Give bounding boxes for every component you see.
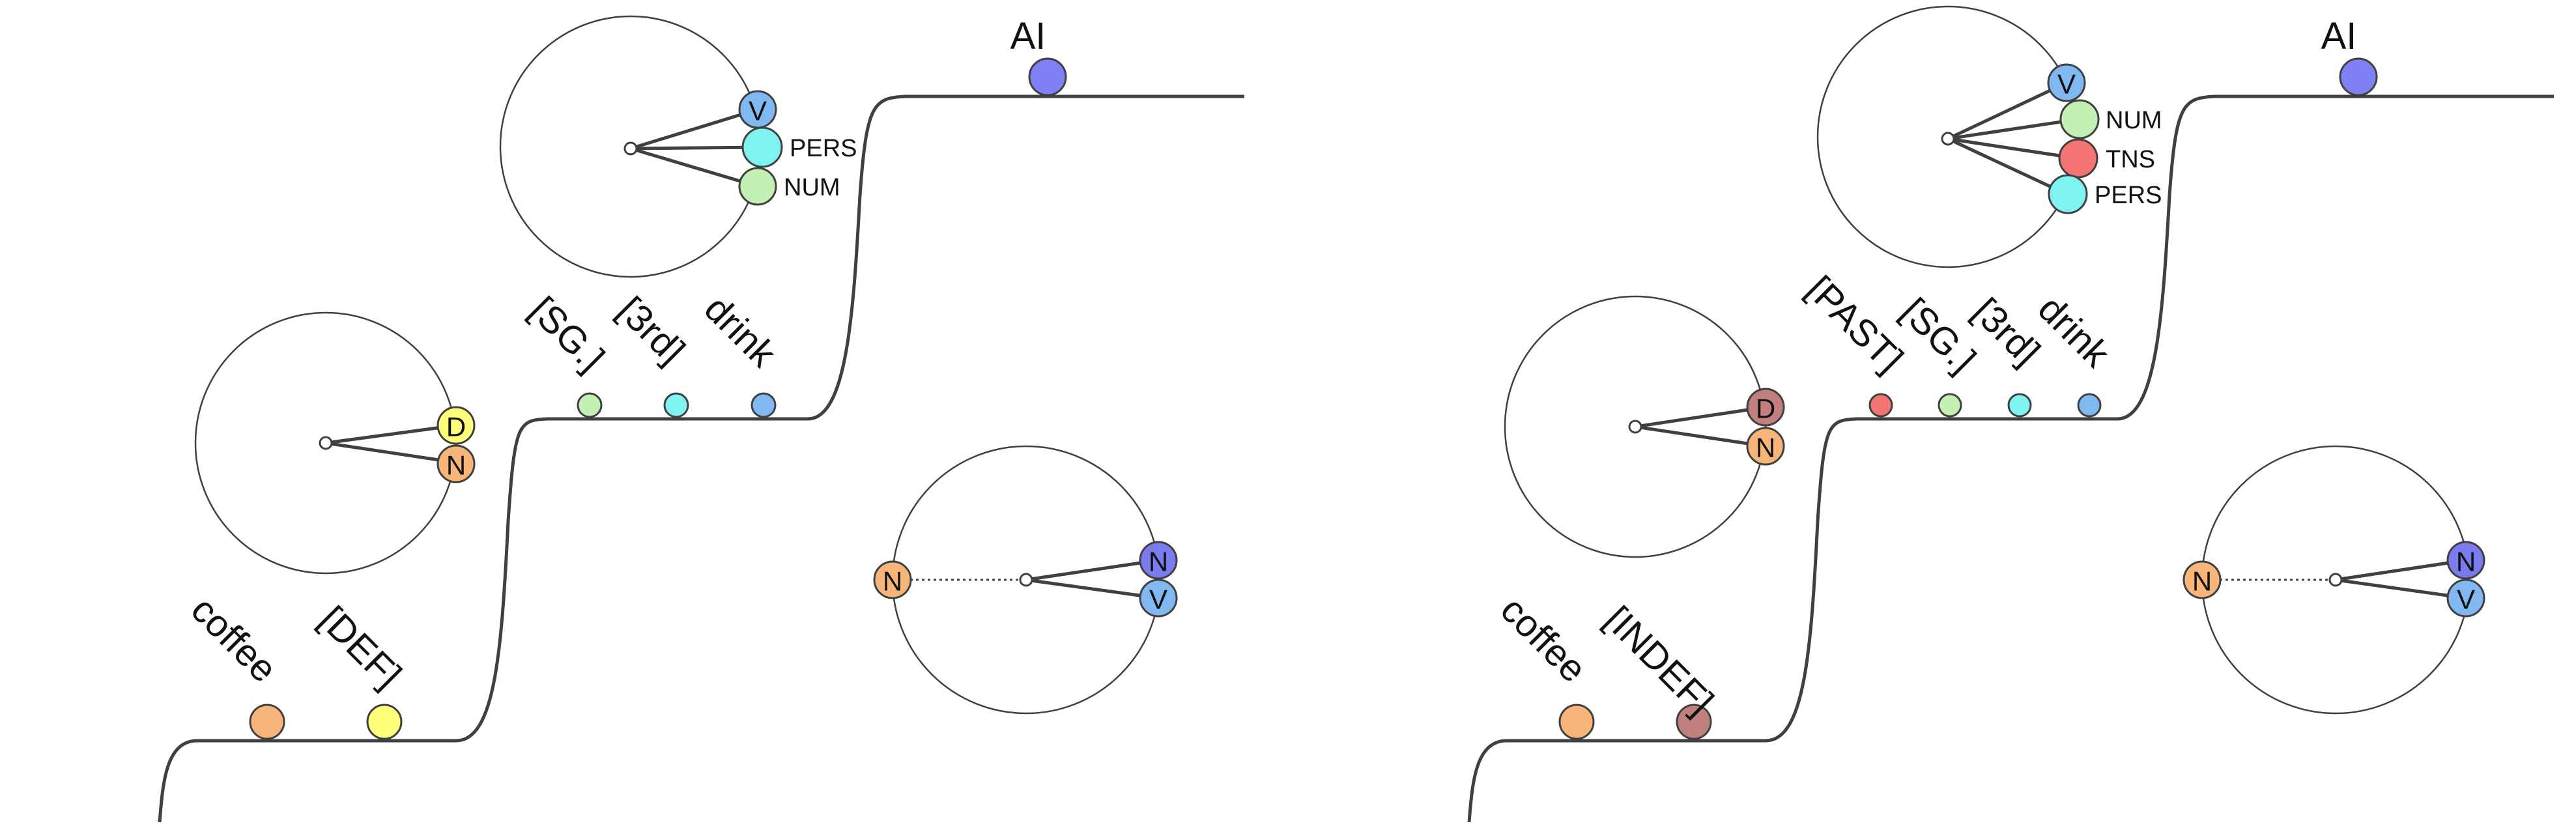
left-panel: D N V PERS NUM N N bbox=[158, 15, 1244, 823]
left-sg-token bbox=[577, 392, 603, 418]
left-pers-node bbox=[741, 126, 783, 168]
left-nv-right-v-node bbox=[1139, 578, 1178, 618]
right-verb-spoke-pers bbox=[1947, 137, 2068, 196]
left-dn-wheel: D N bbox=[194, 311, 476, 575]
right-indef-label: [INDEF] bbox=[1597, 598, 1722, 723]
left-verb-wheel: V PERS NUM bbox=[499, 15, 857, 278]
right-num-node bbox=[2059, 99, 2100, 139]
left-coffee-label: coffee bbox=[183, 588, 285, 691]
right-pers-label: PERS bbox=[2095, 182, 2162, 209]
right-verb-spoke-tns bbox=[1947, 137, 2078, 160]
right-indef-token bbox=[1676, 704, 1712, 740]
left-def-token bbox=[366, 704, 403, 740]
right-staircase-curve bbox=[1467, 94, 2554, 823]
left-nv-right-n-label: N bbox=[1149, 547, 1168, 577]
right-past-label: [PAST] bbox=[1799, 268, 1911, 380]
right-n-node-label: N bbox=[1756, 433, 1775, 463]
left-coffee-token bbox=[249, 704, 285, 740]
left-drink-label: drink bbox=[696, 287, 785, 376]
left-staircase-curve bbox=[158, 94, 1244, 823]
left-drink-token bbox=[751, 392, 777, 418]
left-d-node-label: D bbox=[446, 412, 466, 442]
right-nv-left-n-node bbox=[2182, 560, 2222, 599]
left-verb-spoke-num bbox=[630, 147, 758, 188]
right-ai-label: AI bbox=[2321, 15, 2357, 57]
right-nv-hub bbox=[2328, 573, 2343, 587]
left-num-node bbox=[738, 167, 777, 206]
left-num-label: NUM bbox=[784, 174, 840, 201]
left-verb-hub bbox=[623, 141, 638, 156]
left-verb-spoke-v bbox=[630, 107, 758, 150]
right-drink-token bbox=[2077, 393, 2102, 418]
right-nv-wheel: N N V bbox=[2182, 445, 2485, 715]
right-dn-ring bbox=[1504, 295, 1767, 558]
right-nv-right-n-label: N bbox=[2456, 547, 2476, 577]
right-verb-spoke-num bbox=[1947, 117, 2079, 141]
right-tns-node bbox=[2058, 138, 2098, 178]
right-sg-token bbox=[1938, 393, 1962, 418]
right-nv-left-n-label: N bbox=[2192, 566, 2212, 597]
left-v-node-label: V bbox=[749, 96, 767, 126]
left-nv-spoke-n bbox=[1025, 558, 1159, 582]
right-coffee-token bbox=[1558, 704, 1595, 740]
right-nv-spoke-n bbox=[2335, 558, 2467, 582]
right-nv-right-n-node bbox=[2446, 541, 2485, 580]
right-tokens bbox=[1558, 57, 2378, 740]
right-verb-spoke-v bbox=[1947, 81, 2068, 141]
right-num-label: NUM bbox=[2106, 107, 2162, 134]
right-dn-spoke-d bbox=[1635, 405, 1766, 429]
right-dn-wheel: D N bbox=[1504, 295, 1785, 558]
right-nv-right-v-label: V bbox=[2457, 584, 2475, 615]
left-dn-spoke-d bbox=[325, 423, 457, 445]
right-ai-token bbox=[2339, 57, 2378, 96]
right-drink-label: drink bbox=[2030, 287, 2119, 376]
right-v-node bbox=[2047, 63, 2086, 102]
left-pers-label: PERS bbox=[790, 135, 857, 162]
right-coffee-label: coffee bbox=[1493, 588, 1595, 691]
left-nv-right-v-label: V bbox=[1149, 584, 1167, 615]
right-panel: D N V NUM TNS PERS bbox=[1467, 5, 2554, 823]
right-d-node-label: D bbox=[1756, 393, 1775, 424]
left-3rd-label: [3rd] bbox=[610, 289, 693, 372]
left-ai-token bbox=[1028, 57, 1067, 96]
left-d-node bbox=[436, 406, 476, 445]
right-dn-spoke-n bbox=[1635, 425, 1766, 448]
right-d-node bbox=[1746, 388, 1785, 427]
right-verb-wheel: V NUM TNS PERS bbox=[1816, 5, 2162, 268]
right-3rd-token bbox=[2007, 393, 2032, 418]
right-sg-label: [SG.] bbox=[1893, 290, 1984, 380]
right-nv-right-v-node bbox=[2446, 578, 2485, 618]
right-verb-hub bbox=[1941, 132, 1955, 146]
right-n-node bbox=[1746, 427, 1785, 466]
left-nv-wheel: N N V bbox=[873, 445, 1178, 715]
right-pers-node bbox=[2048, 174, 2088, 214]
right-tns-label: TNS bbox=[2106, 146, 2155, 173]
left-n-node bbox=[436, 444, 476, 483]
left-tokens bbox=[249, 57, 1067, 740]
right-dn-hub bbox=[1628, 420, 1642, 434]
right-nv-spoke-v bbox=[2335, 578, 2467, 600]
left-dn-spoke-n bbox=[325, 441, 457, 464]
left-dn-hub bbox=[319, 436, 333, 450]
left-nv-left-n-node bbox=[873, 560, 912, 599]
right-past-token bbox=[1868, 393, 1893, 418]
left-nv-left-n-label: N bbox=[883, 566, 902, 597]
left-3rd-token bbox=[663, 392, 689, 418]
left-sg-label: [SG.] bbox=[522, 289, 612, 379]
left-nv-right-n-node bbox=[1139, 541, 1178, 580]
left-nv-hub bbox=[1019, 573, 1033, 587]
left-nv-spoke-v bbox=[1025, 578, 1159, 600]
right-v-node-label: V bbox=[2057, 69, 2076, 100]
right-3rd-label: [3rd] bbox=[1965, 290, 2048, 373]
left-ai-label: AI bbox=[1010, 15, 1046, 57]
left-n-node-label: N bbox=[446, 450, 466, 481]
left-def-label: [DEF] bbox=[311, 598, 410, 696]
left-verb-spoke-pers bbox=[630, 145, 763, 150]
